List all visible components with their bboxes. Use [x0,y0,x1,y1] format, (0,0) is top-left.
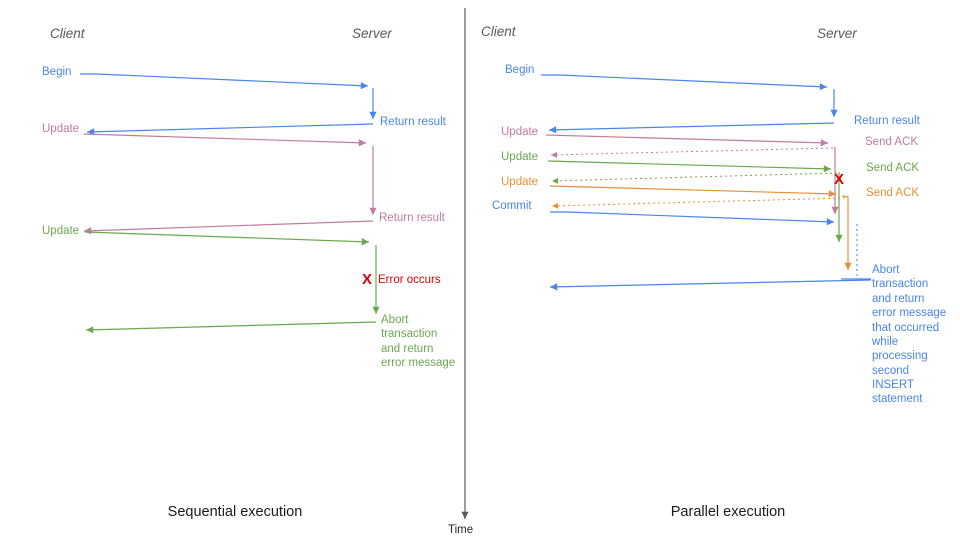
right-commit-label: Commit [492,200,532,212]
left-update-1-label: Update [42,123,80,135]
time-axis-label: Time [448,524,474,536]
right-return-result-arrow [548,122,835,134]
right-update-2-label: Update [501,151,539,163]
right-begin-label: Begin [505,64,535,76]
left-server-header: Server [352,26,392,41]
right-send-ack-3-label: Send ACK [866,187,920,199]
right-send-ack-1-label: Send ACK [865,136,919,148]
left-return-result-1-label: Return result [380,116,446,128]
right-send-ack-2-label: Send ACK [866,162,920,174]
right-begin-request-arrow [541,74,828,91]
left-update-2-label: Update [42,225,80,237]
right-caption: Parallel execution [670,504,786,520]
left-client-header: Client [50,26,85,41]
left-begin-request-arrow [80,73,369,90]
right-abort-return-arrow [549,279,872,291]
right-server-header: Server [817,26,857,41]
right-update3-request-arrow [549,185,837,198]
right-update2-request-arrow [547,160,832,173]
left-error-x-icon: X [362,271,373,288]
right-update1-request-arrow [545,134,829,147]
right-return-result-label: Return result [854,115,920,127]
left-abort-return-arrow [85,321,377,334]
left-begin-label: Begin [42,66,72,78]
right-abort-message: Abort transaction and return error messa… [872,264,947,406]
left-abort-message: Abort transaction and return error messa… [381,314,456,370]
left-caption: Sequential execution [167,504,303,520]
right-commit-request-arrow [550,211,835,226]
left-return-result-1-arrow [86,123,374,136]
right-update-1-label: Update [501,126,539,138]
right-send-ack1-arrow [550,147,834,158]
right-update3-processing-arrow [841,195,852,270]
right-send-ack3-arrow [551,197,846,209]
left-update2-request-arrow [84,231,370,246]
right-error-x-icon: X [834,171,845,188]
left-return-result-2-label: Return result [379,212,445,224]
right-client-header: Client [481,24,516,39]
right-send-ack2-arrow [551,172,838,184]
right-update-3-label: Update [501,176,539,188]
left-error-occurs-label: Error occurs [378,274,441,286]
left-update1-request-arrow [83,133,367,147]
left-return-result-2-arrow [83,220,374,235]
